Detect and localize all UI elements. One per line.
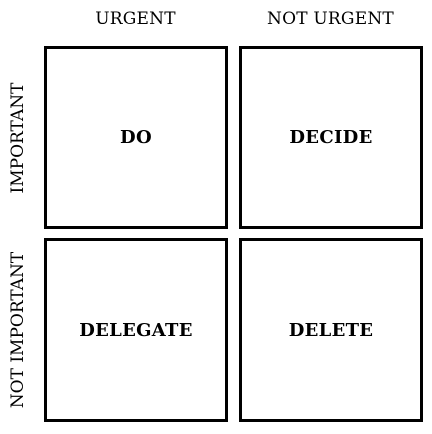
quadrant-decide-label: DECIDE [289, 127, 373, 148]
quadrant-delegate: DELEGATE [44, 238, 228, 422]
quadrant-delegate-label: DELEGATE [79, 319, 193, 341]
quadrant-do-label: DO [120, 127, 152, 148]
quadrant-do: DO [44, 46, 228, 229]
row-label-important-wrap: IMPORTANT [0, 46, 36, 229]
row-label-not-important-wrap: NOT IMPORTANT [0, 238, 36, 422]
row-label-important: IMPORTANT [8, 82, 28, 193]
quadrant-delete: DELETE [239, 238, 423, 422]
quadrant-decide: DECIDE [239, 46, 423, 229]
row-label-not-important: NOT IMPORTANT [8, 251, 28, 409]
column-label-not-urgent: NOT URGENT [267, 9, 394, 29]
quadrant-delete-label: DELETE [288, 319, 374, 341]
column-label-urgent: URGENT [95, 9, 176, 29]
